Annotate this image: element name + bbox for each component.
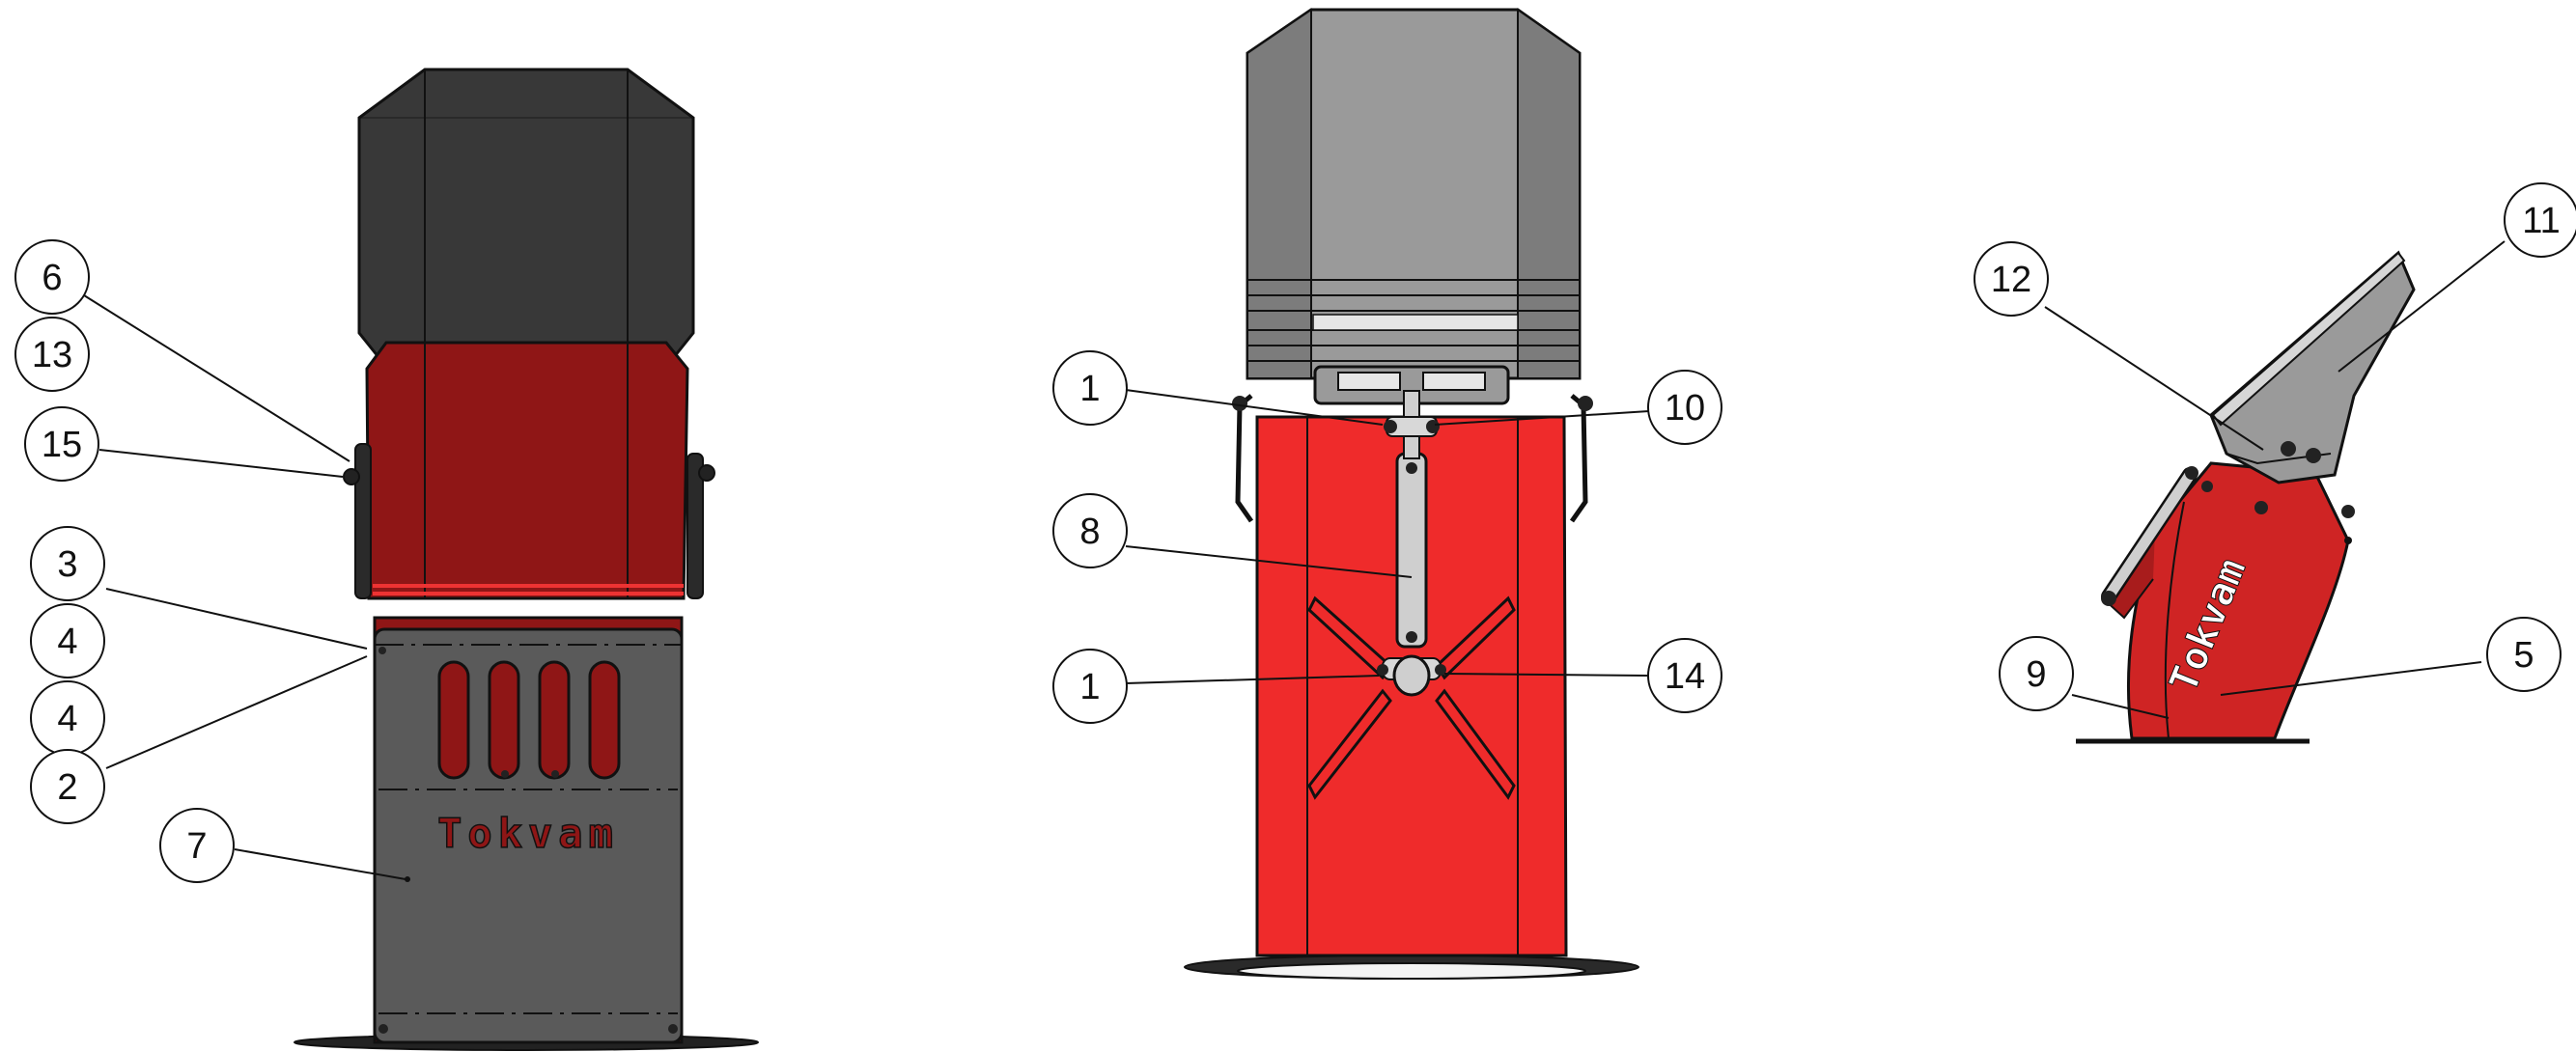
callout-3: 3 [30,526,105,601]
svg-text:14: 14 [1665,656,1705,697]
front-vent-slots [437,660,621,780]
back-deflector-blades [1307,595,1516,800]
callout-5: 5 [2486,617,2562,692]
svg-text:4: 4 [57,622,77,662]
callout-4a: 4 [30,603,105,678]
callout-11: 11 [2504,182,2576,258]
side-hydraulic-strut [2101,466,2198,606]
callout-9: 9 [1999,636,2074,711]
callout-1a: 1 [1052,350,1128,426]
side-red-body [2126,461,2350,740]
front-red-stripes [373,584,684,595]
svg-text:7: 7 [186,826,207,867]
svg-text:10: 10 [1665,388,1705,429]
front-brand-logo: Tokvam [437,810,619,857]
callout-12: 12 [1974,241,2049,317]
front-view: Tokvam [294,68,759,1051]
svg-text:1: 1 [1079,369,1100,409]
callout-13: 13 [14,317,90,392]
side-view: Tokvam [2076,250,2416,744]
back-view [1184,8,1639,980]
front-left-bracket [354,443,372,599]
svg-text:9: 9 [2026,654,2046,695]
svg-text:5: 5 [2513,635,2534,676]
svg-text:13: 13 [32,335,72,375]
callout-14: 14 [1647,638,1722,713]
front-right-bracket [686,453,704,599]
svg-text:3: 3 [57,544,77,585]
front-red-collar [365,341,689,600]
svg-text:1: 1 [1079,667,1100,707]
svg-text:6: 6 [42,258,62,298]
callout-15: 15 [24,406,99,482]
callout-4b: 4 [30,680,105,756]
svg-text:12: 12 [1991,260,2031,300]
front-upper-chute [357,68,695,369]
callout-6: 6 [14,239,90,315]
back-hydraulic-cylinder [1395,452,1428,649]
svg-text:8: 8 [1079,512,1100,552]
back-ribbed-band [1247,279,1580,362]
svg-text:2: 2 [57,767,77,808]
callout-8: 8 [1052,493,1128,568]
svg-text:11: 11 [2522,201,2560,241]
leader-lines [83,240,2506,880]
callout-2: 2 [30,749,105,824]
svg-text:4: 4 [57,699,77,739]
callouts: 6 13 15 3 4 4 2 7 [14,182,2576,883]
callout-10: 10 [1647,370,1722,445]
callout-1b: 1 [1052,649,1128,724]
svg-text:15: 15 [42,425,82,465]
callout-7: 7 [159,808,235,883]
